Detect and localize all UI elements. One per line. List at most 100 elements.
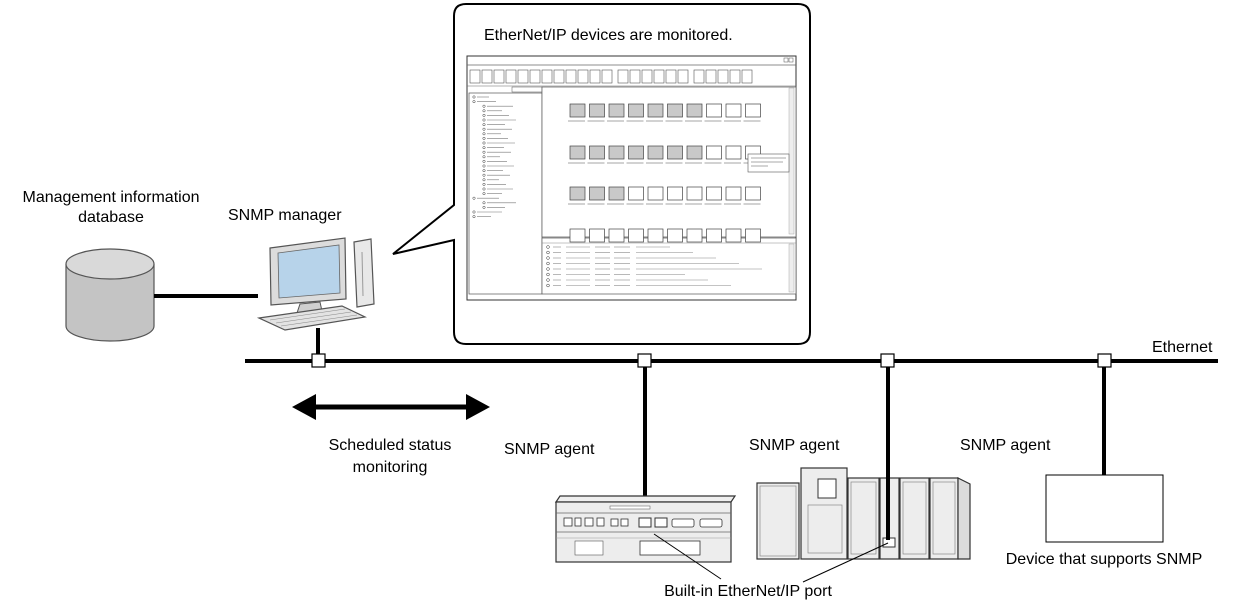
- agent3-label: SNMP agent: [960, 437, 1051, 454]
- device-tile: [745, 103, 761, 118]
- device-tile: [608, 145, 625, 160]
- agent1-label: SNMP agent: [504, 441, 595, 458]
- device-tile: [725, 103, 742, 118]
- tree-node-icon: [482, 132, 486, 136]
- agent2-label: SNMP agent: [749, 437, 840, 454]
- device-tile: [725, 228, 742, 243]
- junction-manager: [311, 353, 326, 368]
- port-pointer-agent1: [653, 533, 722, 580]
- device-tile: [628, 228, 644, 243]
- device-tile: [745, 186, 761, 201]
- device-tile: [667, 186, 683, 201]
- tree-node-icon: [482, 104, 486, 108]
- controller-device: [554, 495, 737, 563]
- tree-node-icon: [482, 109, 486, 113]
- tree-node-icon: [472, 95, 476, 99]
- device-tile: [686, 228, 703, 243]
- device-tile: [725, 186, 742, 201]
- log-status-icon: [546, 278, 550, 282]
- device-tile: [706, 228, 722, 243]
- port-pointer-agent2: [802, 542, 889, 583]
- log-status-icon: [546, 283, 550, 288]
- device-tile: [667, 145, 683, 160]
- tree-node-icon: [472, 210, 476, 214]
- tree-node-icon: [482, 127, 486, 131]
- device-tile: [628, 186, 644, 201]
- log-status-icon: [546, 267, 550, 271]
- tree-node-icon: [482, 113, 486, 117]
- device-tile: [608, 103, 625, 118]
- tree-node-icon: [482, 187, 486, 191]
- mib-label-line1: Management information: [22, 189, 200, 206]
- device-tile: [569, 186, 586, 201]
- log-status-icon: [546, 261, 550, 266]
- monitoring-label-line1: Scheduled status: [328, 437, 452, 454]
- device-tile: [608, 228, 625, 243]
- mib-label-line2: database: [78, 209, 144, 226]
- device-tile: [608, 186, 625, 201]
- tree-node-icon: [482, 164, 486, 168]
- log-status-icon: [546, 272, 550, 277]
- tree-node-icon: [482, 192, 486, 196]
- junction-agent3: [1097, 353, 1112, 368]
- tree-node-icon: [482, 146, 486, 150]
- tree-node-icon: [482, 123, 486, 127]
- tree-node-icon: [482, 155, 486, 159]
- manager-label: SNMP manager: [228, 207, 342, 224]
- computer-icon: [256, 237, 375, 331]
- device-tile: [667, 228, 683, 243]
- device-tile: [628, 145, 644, 160]
- tree-node-icon: [482, 136, 486, 140]
- device-tile: [589, 186, 605, 201]
- device-tile: [706, 103, 722, 118]
- monitoring-label-line2: monitoring: [352, 459, 428, 476]
- snmp-device-box: [1045, 474, 1164, 543]
- junction-agent1: [637, 353, 652, 368]
- plc-device: [756, 467, 971, 560]
- database-icon: [65, 248, 155, 342]
- log-status-icon: [546, 245, 550, 249]
- event-log: [546, 245, 762, 288]
- tree-node-icon: [482, 141, 486, 145]
- tree-node-icon: [472, 215, 476, 219]
- device-tree: [472, 95, 516, 219]
- device-tile: [647, 145, 664, 160]
- tree-node-icon: [472, 196, 476, 200]
- device-tile: [725, 145, 742, 160]
- device-tile: [706, 186, 722, 201]
- ethernet-label: Ethernet: [1152, 339, 1213, 356]
- device-tile: [706, 145, 722, 160]
- tree-node-icon: [482, 182, 486, 186]
- tree-node-icon: [482, 173, 486, 177]
- monitoring-screen: [466, 55, 797, 301]
- double-arrow-icon: [292, 394, 490, 420]
- tree-node-icon: [482, 178, 486, 182]
- tree-node-icon: [472, 100, 476, 104]
- device-tile: [589, 228, 605, 243]
- device-label: Device that supports SNMP: [1005, 551, 1203, 568]
- log-status-icon: [546, 256, 550, 260]
- device-tile: [569, 145, 586, 160]
- device-tile: [686, 145, 703, 160]
- device-tile: [647, 228, 664, 243]
- log-status-icon: [546, 250, 550, 255]
- device-tile: [569, 228, 586, 243]
- device-tile: [569, 103, 586, 118]
- device-tile: [647, 103, 664, 118]
- tree-node-icon: [482, 201, 486, 205]
- device-tile: [686, 186, 703, 201]
- device-tile: [647, 186, 664, 201]
- tree-node-icon: [482, 118, 486, 122]
- device-tile: [667, 103, 683, 118]
- device-tile: [745, 228, 761, 243]
- device-tile: [589, 103, 605, 118]
- port-label: Built-in EtherNet/IP port: [664, 583, 832, 600]
- tree-node-icon: [482, 150, 486, 154]
- callout-title: EtherNet/IP devices are monitored.: [484, 27, 733, 44]
- device-tile: [589, 145, 605, 160]
- tree-node-icon: [482, 169, 486, 173]
- device-tile: [628, 103, 644, 118]
- device-tile: [686, 103, 703, 118]
